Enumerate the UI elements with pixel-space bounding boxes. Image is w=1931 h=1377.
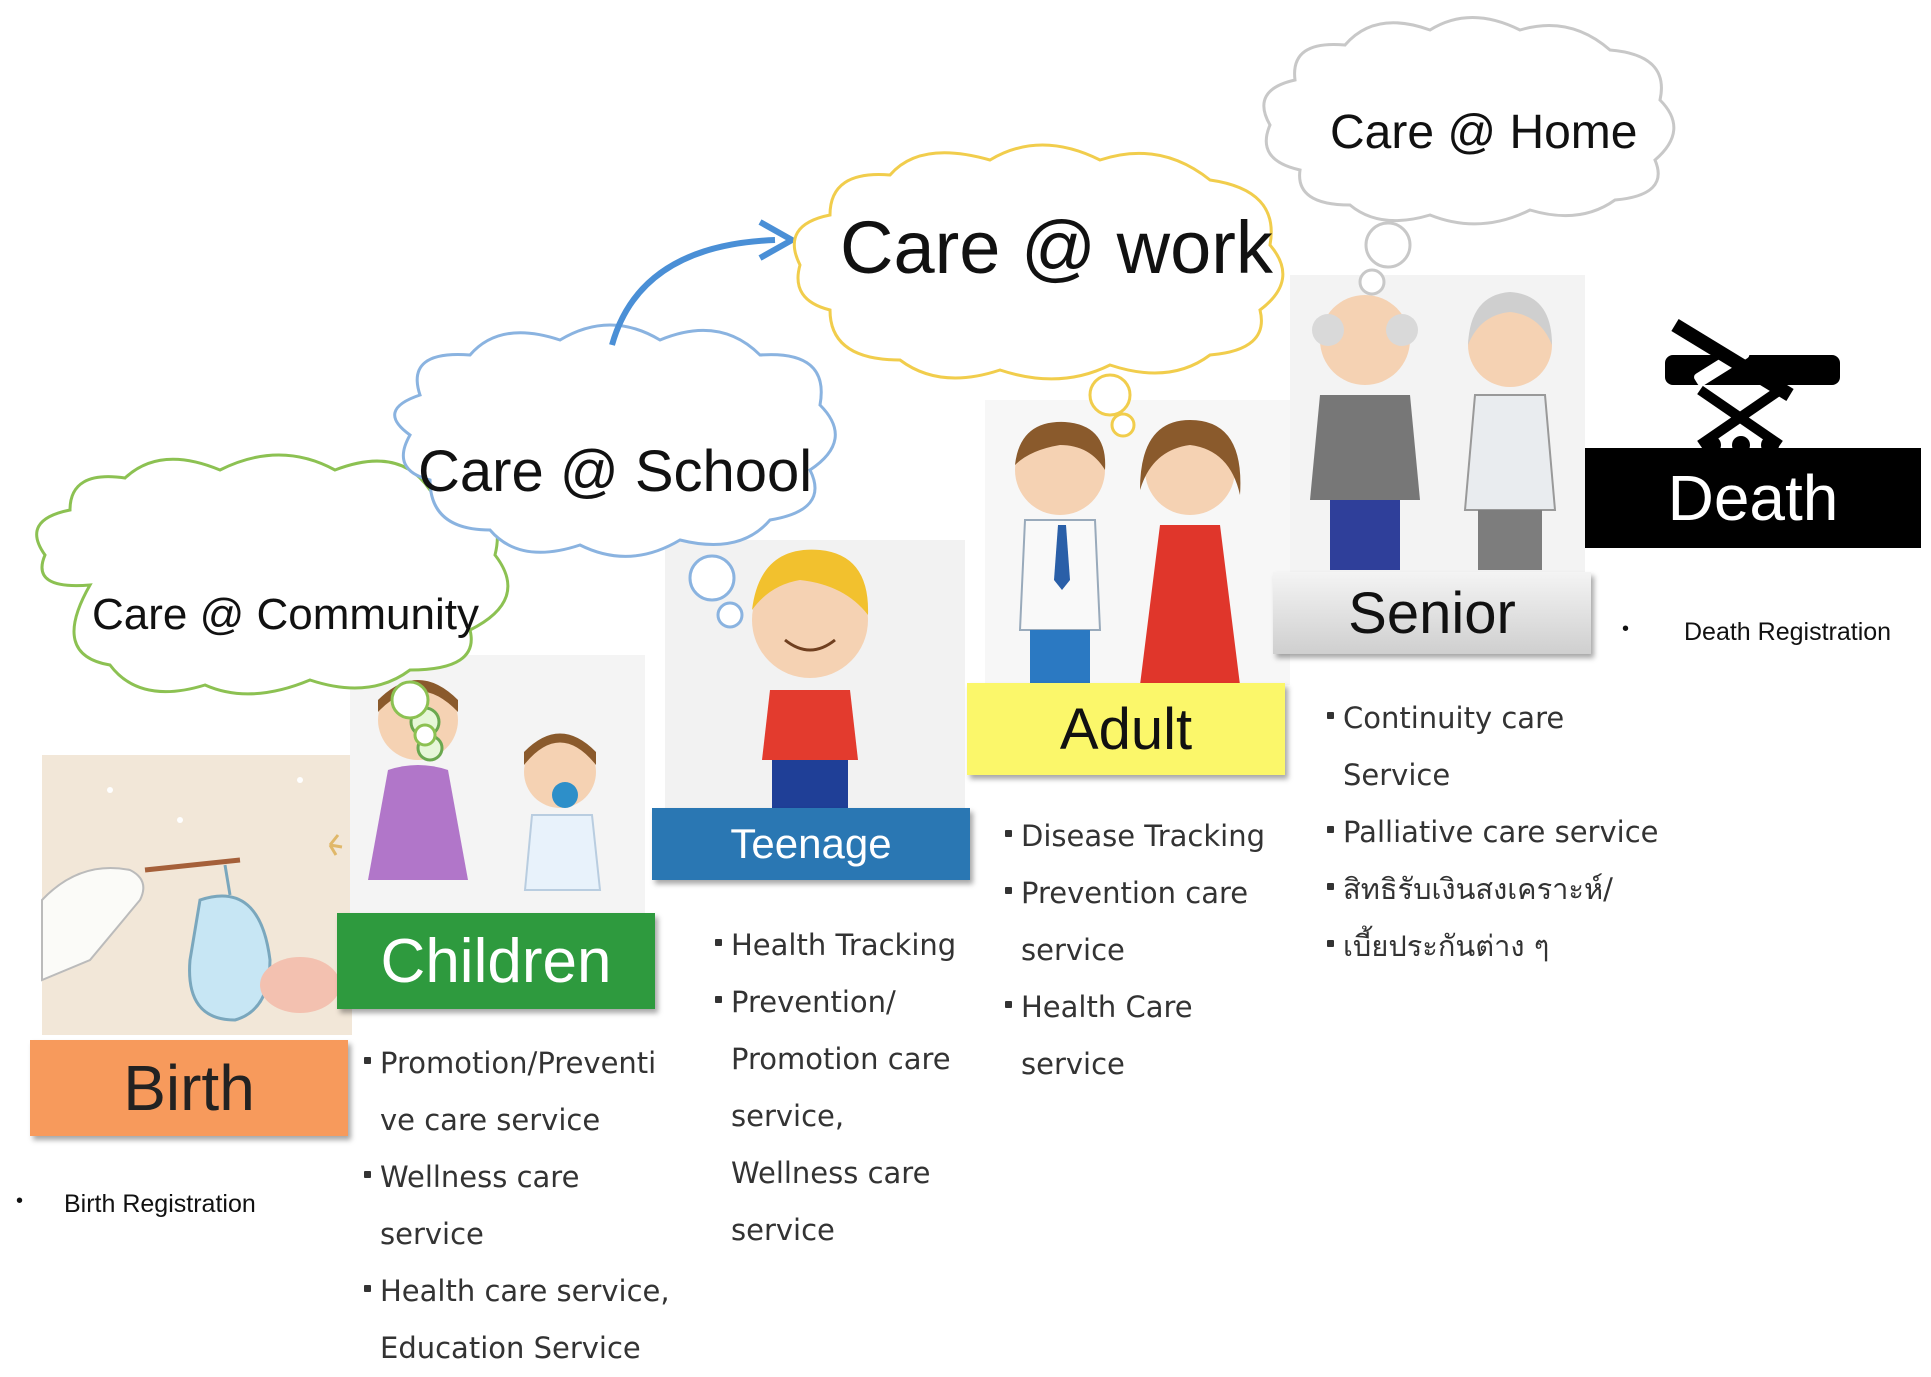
birth-registration-text: Birth Registration	[64, 1190, 256, 1218]
list-item: Promotion/Preventi ve care service	[362, 1035, 692, 1149]
list-item-line: service,	[731, 1099, 845, 1133]
list-item-line: Wellness care	[380, 1160, 580, 1194]
care-community-text: Care @ Community	[92, 590, 479, 639]
list-item: เบี้ยประกันต่าง ๆ	[1325, 918, 1705, 975]
list-item: สิทธิรับเงินสงเคราะห์/	[1325, 861, 1705, 918]
list-item-line: สิทธิรับเงินสงเคราะห์/	[1343, 872, 1613, 906]
stage-birth-label: Birth	[30, 1040, 348, 1136]
list-item-line: เบี้ยประกันต่าง ๆ	[1343, 929, 1550, 963]
stage-adult-label: Adult	[967, 683, 1285, 775]
progress-arrow	[609, 219, 799, 346]
stretcher-icon	[1665, 319, 1840, 454]
cloud-school	[393, 323, 837, 629]
list-item: Prevention care service	[1003, 865, 1293, 979]
list-item-line: Promotion/Preventi	[380, 1046, 657, 1080]
cloud-home	[1262, 16, 1676, 296]
seniors-illustration	[1290, 275, 1585, 575]
teenage-services-list: Health Tracking Prevention/ Promotion ca…	[713, 917, 993, 1259]
list-item-line: service	[1021, 933, 1125, 967]
list-item-line: Wellness care	[731, 1156, 931, 1190]
list-item-line: service	[1021, 1047, 1125, 1081]
list-item-line: service	[380, 1217, 484, 1251]
list-item-line: Prevention care	[1021, 876, 1249, 910]
birth-registration: • Birth Registration	[16, 1190, 256, 1218]
list-item: Health Care service	[1003, 979, 1293, 1093]
senior-services-list: Continuity care Service Palliative care …	[1325, 690, 1705, 975]
stage-children-label: Children	[337, 913, 655, 1009]
list-item-line: Education Service	[380, 1331, 641, 1365]
list-item-line: Service	[1343, 758, 1451, 792]
list-item-line: Palliative care service	[1343, 815, 1659, 849]
list-item-line: Promotion care	[731, 1042, 951, 1076]
stage-teenage-label: Teenage	[652, 808, 970, 880]
list-item-line: Disease Tracking	[1021, 819, 1266, 853]
list-item-line: ve care service	[380, 1103, 601, 1137]
adults-illustration	[985, 400, 1290, 685]
children-services-list: Promotion/Preventi ve care service Welln…	[362, 1035, 692, 1377]
cloud-work	[792, 143, 1285, 438]
list-item-line: Prevention/	[731, 985, 896, 1019]
list-item-line: Health care service,	[380, 1274, 670, 1308]
care-work-text: Care @ work	[840, 206, 1273, 289]
care-home-text: Care @ Home	[1330, 106, 1638, 159]
list-item: Disease Tracking	[1003, 808, 1293, 865]
stage-senior-label: Senior	[1273, 572, 1591, 654]
stork-baby-illustration	[41, 755, 352, 1035]
stage-death-label: Death	[1585, 448, 1921, 548]
list-item-line: Health Tracking	[731, 928, 957, 962]
list-item: Wellness care service	[362, 1149, 692, 1263]
death-registration: • Death Registration	[1622, 618, 1892, 646]
list-item: Prevention/ Promotion care service, Well…	[713, 974, 993, 1259]
list-item: Health care service, Education Service	[362, 1263, 692, 1377]
list-item: Palliative care service	[1325, 804, 1705, 861]
death-registration-text: Death Registration	[1684, 618, 1892, 646]
list-item-line: Health Care	[1021, 990, 1193, 1024]
adult-services-list: Disease Tracking Prevention care service…	[1003, 808, 1293, 1093]
list-item: Health Tracking	[713, 917, 993, 974]
list-item: Continuity care Service	[1325, 690, 1705, 804]
care-school-text: Care @ School	[418, 439, 813, 504]
list-item-line: Continuity care	[1343, 701, 1565, 735]
list-item-line: service	[731, 1213, 835, 1247]
